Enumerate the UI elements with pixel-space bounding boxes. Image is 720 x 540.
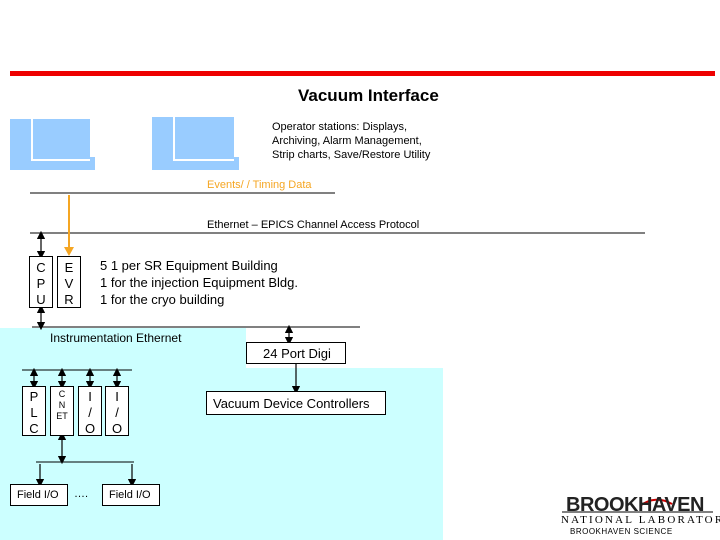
vdc-box: Vacuum Device Controllers — [206, 391, 386, 415]
cpu-box: C P U — [29, 256, 53, 308]
logo-subtitle: NATIONAL LABORATORY — [561, 514, 720, 526]
operator-monitor-1-icon — [10, 119, 95, 170]
logo-wordmark: BROOKHAVEN — [566, 494, 704, 516]
building-list: 5 1 per SR Equipment Building 1 for the … — [100, 258, 299, 307]
field-io-ellipsis: …. — [74, 488, 89, 500]
logo-swoosh-icon — [639, 498, 673, 507]
io-module-1: I / O — [78, 386, 102, 436]
ethernet-label: Ethernet – EPICS Channel Access Protocol — [207, 219, 420, 231]
page-title: Vacuum Interface — [298, 86, 439, 105]
operator-note: Operator stations: Displays, Archiving, … — [272, 121, 431, 161]
digi-box: 24 Port Digi — [246, 342, 346, 364]
logo-footer: BROOKHAVEN SCIENCE — [570, 527, 673, 536]
header-bar — [10, 71, 715, 76]
evr-box: E V R — [57, 256, 81, 308]
field-io-box-1: Field I/O — [10, 484, 68, 506]
instrumentation-ethernet-label: Instrumentation Ethernet — [50, 331, 182, 345]
field-io-box-2: Field I/O — [102, 484, 160, 506]
operator-monitor-2-icon — [152, 117, 239, 170]
io-module-2: I / O — [105, 386, 129, 436]
plc-box: P L C — [22, 386, 46, 436]
events-timing-label: Events/ / Timing Data — [207, 179, 312, 191]
cnet-box: C N ET — [50, 386, 74, 436]
